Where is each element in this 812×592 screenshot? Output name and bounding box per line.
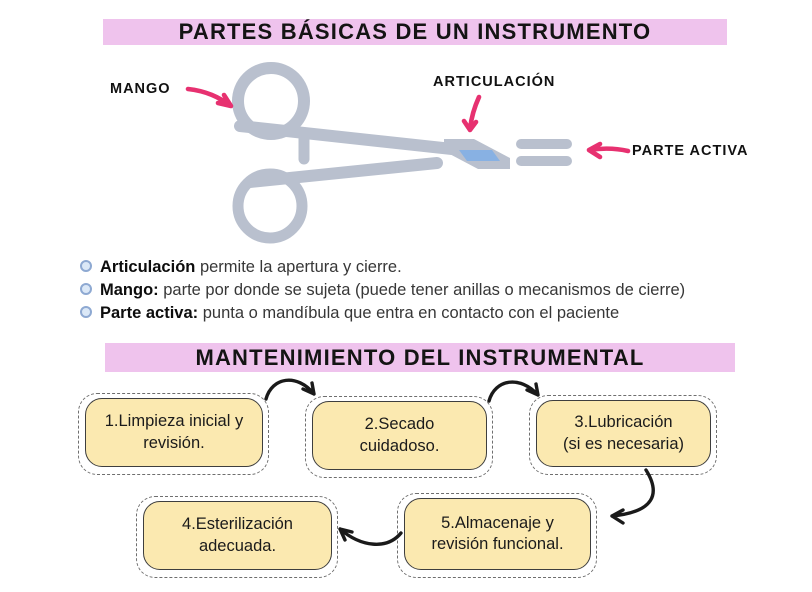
step-text: revisión. — [143, 433, 205, 452]
step-text: adecuada. — [198, 536, 277, 555]
list-item: Articulación permite la apertura y cierr… — [80, 257, 685, 278]
step-text: (si es necesaria) — [562, 434, 685, 453]
step-box-2: 2.Secado cuidadoso. — [305, 396, 493, 478]
flow-arrow-5-4-icon — [338, 527, 403, 546]
list-item: Mango: parte por donde se sujeta (puede … — [80, 280, 685, 301]
bullet-text: Parte activa: punta o mandíbula que entr… — [100, 304, 620, 323]
step-box-4: 4.Esterilización adecuada. — [136, 496, 338, 578]
joint-body — [444, 139, 510, 169]
flow-arrow-1-2-icon — [264, 378, 316, 401]
parte-activa-label: PARTE ACTIVA — [632, 143, 749, 159]
step-text: 4.Esterilización — [182, 515, 293, 534]
handle-ring-upper — [232, 62, 310, 140]
bullet-text: Mango: parte por donde se sujeta (puede … — [100, 281, 686, 300]
mango-label: MANGO — [110, 81, 171, 97]
step-text: 3.Lubricación — [574, 413, 673, 432]
handle-ring-lower — [232, 168, 308, 244]
step-text: 2.Secado — [364, 415, 435, 434]
bullet-circle-icon — [80, 306, 92, 319]
bullet-text: Articulación permite la apertura y cierr… — [100, 258, 402, 276]
maintenance-section-title: MANTENIMIENTO DEL INSTRUMENTAL — [105, 343, 735, 372]
parts-section-title: PARTES BÁSICAS DE UN INSTRUMENTO — [103, 19, 727, 45]
articulacion-label: ARTICULACIÓN — [433, 74, 556, 90]
step-box-1: 1.Limpieza inicial y revisión. — [78, 393, 269, 475]
mango-arrow-icon — [185, 86, 234, 109]
step-text: 5.Almacenaje y — [441, 513, 554, 532]
bullet-circle-icon — [80, 260, 92, 272]
step-box-5: 5.Almacenaje y revisión funcional. — [397, 493, 597, 578]
step-box-3: 3.Lubricación (si es necesaria) — [529, 395, 717, 475]
shaft-upper — [234, 120, 458, 155]
list-item: Parte activa: punta o mandíbula que entr… — [80, 303, 685, 324]
instrument-illustration — [232, 62, 572, 244]
step-text: revisión funcional. — [431, 535, 564, 553]
flow-arrow-3-5-icon — [610, 468, 655, 525]
step-text: cuidadoso. — [359, 436, 440, 455]
step-text: 1.Limpieza inicial y — [104, 412, 244, 431]
joint-highlight — [459, 150, 500, 161]
parts-bullet-list: Articulación permite la apertura y cierr… — [80, 257, 685, 326]
flow-arrow-2-3-icon — [487, 380, 540, 403]
shaft-lower — [244, 157, 443, 188]
bullet-circle-icon — [80, 283, 92, 296]
articulacion-arrow-icon — [461, 94, 482, 133]
parte-activa-arrow-icon — [586, 141, 631, 160]
